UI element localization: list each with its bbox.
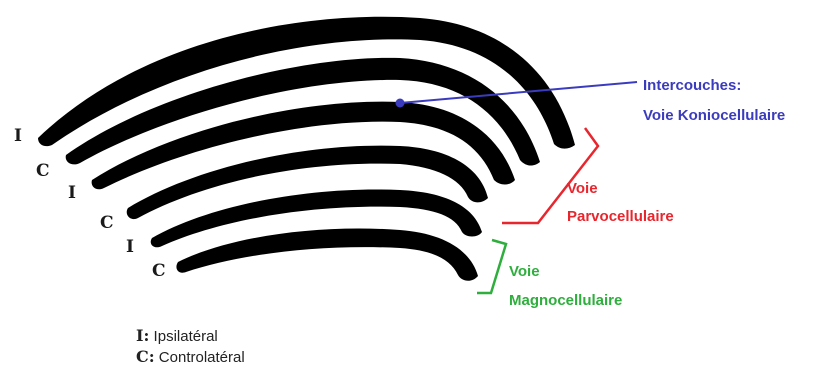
parvo-label-line1: Voie	[567, 180, 598, 197]
parvo-label-line2: Parvocellulaire	[567, 208, 674, 225]
layer-letter-4: C	[100, 213, 114, 233]
legend: I: Ipsilatéral C: Controlatéral	[136, 326, 245, 368]
legend-key-c: C	[136, 347, 149, 366]
magno-label-line2: Magnocellulaire	[509, 292, 622, 309]
lgn-layer-5	[150, 189, 482, 248]
legend-sep-c: :	[148, 347, 155, 366]
legend-text-contralateral: Controlatéral	[154, 349, 245, 366]
lgn-layer-3	[91, 101, 515, 190]
magno-label-line1: Voie	[509, 263, 540, 280]
lgn-layer-6	[176, 228, 478, 281]
parvo-bracket	[502, 127, 600, 225]
konio-pointer-line	[399, 81, 638, 104]
legend-sep-i: :	[143, 326, 150, 345]
legend-key-i: I	[136, 326, 144, 345]
legend-text-ipsilateral: Ipsilatéral	[149, 328, 218, 345]
lgn-layer-2	[65, 57, 541, 166]
legend-row-ipsilateral: I: Ipsilatéral	[136, 326, 245, 347]
konio-label-line2: Voie Koniocellulaire	[643, 107, 785, 124]
layer-letter-1: I	[14, 126, 22, 146]
lgn-layer-4	[126, 145, 488, 220]
layer-letter-6: C	[152, 261, 166, 281]
lgn-layer-1	[38, 16, 575, 149]
konio-label-line1: Intercouches:	[643, 77, 741, 94]
layer-letter-2: C	[36, 161, 50, 181]
legend-row-contralateral: C: Controlatéral	[136, 347, 245, 368]
layer-letter-5: I	[126, 237, 134, 257]
magno-bracket	[477, 238, 508, 295]
layer-letter-3: I	[68, 183, 76, 203]
